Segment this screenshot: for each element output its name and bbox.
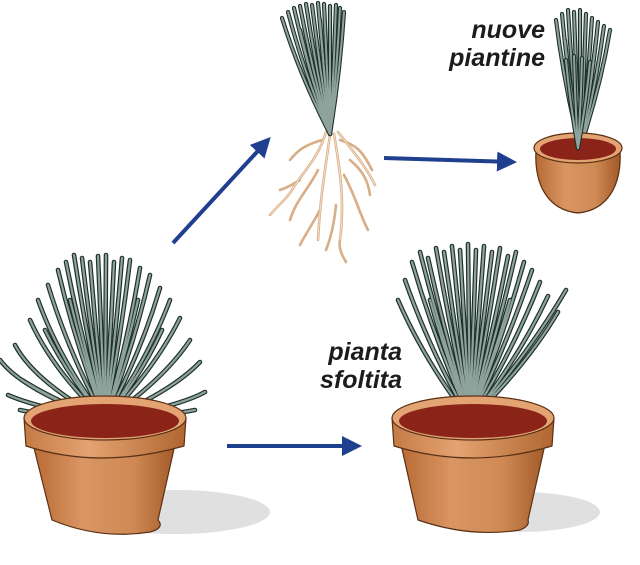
roots	[268, 130, 377, 264]
big-pot-soil	[31, 404, 179, 438]
thinned-pot-soil	[399, 404, 547, 438]
new-plant	[533, 7, 623, 214]
leaf-blade	[329, 11, 345, 135]
leaf-blade	[577, 57, 583, 149]
leaf-blade	[281, 17, 331, 135]
label-new-plants: nuove piantine	[430, 16, 545, 72]
big-plant	[0, 252, 270, 535]
label-new-plants-line1: nuove	[471, 16, 545, 44]
arrows	[171, 137, 517, 456]
thinned-pot	[391, 395, 555, 534]
leaf-blade	[577, 61, 591, 149]
thinned-plant	[391, 241, 600, 534]
leaf-blade	[565, 59, 579, 149]
division-leaves-light	[281, 2, 345, 135]
big-pot	[23, 395, 187, 535]
leaf-blade	[299, 29, 331, 135]
roots-highlight	[269, 131, 376, 241]
label-thinned-plant-line2: sfoltita	[320, 366, 402, 394]
label-thinned-plant: pianta sfoltita	[300, 338, 402, 394]
arrow-divide	[171, 137, 271, 245]
uprooted-division	[268, 0, 377, 264]
leaf-blade	[573, 55, 579, 149]
label-thinned-plant-line1: pianta	[328, 338, 402, 366]
leaf-blade	[319, 19, 331, 135]
big-plant-leaves-light	[0, 253, 207, 422]
label-new-plants-line2: piantine	[449, 44, 545, 72]
arrow-repot	[383, 151, 517, 172]
